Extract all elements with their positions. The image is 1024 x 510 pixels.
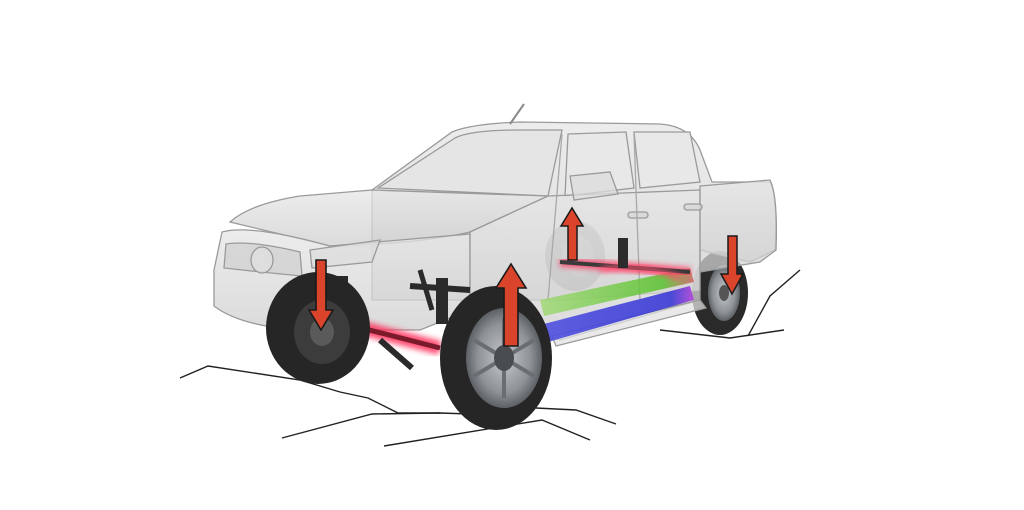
terrain-line-front-bottom (281, 412, 471, 439)
arrow-front-right-up (494, 262, 528, 347)
front-left-wheel (266, 272, 370, 384)
door-handle-front (627, 211, 649, 219)
windshield (375, 129, 563, 197)
rear-axle (559, 238, 691, 281)
arrow-front-left-down (307, 259, 335, 332)
rail-blue (544, 286, 694, 342)
headlight (309, 239, 381, 269)
arrow-rear-left-up (559, 206, 585, 261)
terrain-line-mid (535, 407, 617, 425)
frame-rails (540, 268, 694, 342)
front-right-wheel (440, 286, 552, 430)
truck-bed (699, 179, 778, 273)
side-mirror (569, 171, 619, 201)
leaf-spring (599, 264, 681, 281)
terrain-line-rear-ramp (747, 269, 801, 337)
arrow-rear-right-down (719, 235, 745, 296)
front-emblem (250, 246, 274, 274)
rear-door-window (633, 131, 701, 189)
terrain-line-front-right (383, 419, 591, 447)
terrain-lines (179, 269, 801, 447)
door-handle-rear (683, 203, 703, 211)
rail-green (540, 268, 694, 316)
terrain-line-rear (659, 329, 785, 339)
antenna (509, 103, 525, 125)
